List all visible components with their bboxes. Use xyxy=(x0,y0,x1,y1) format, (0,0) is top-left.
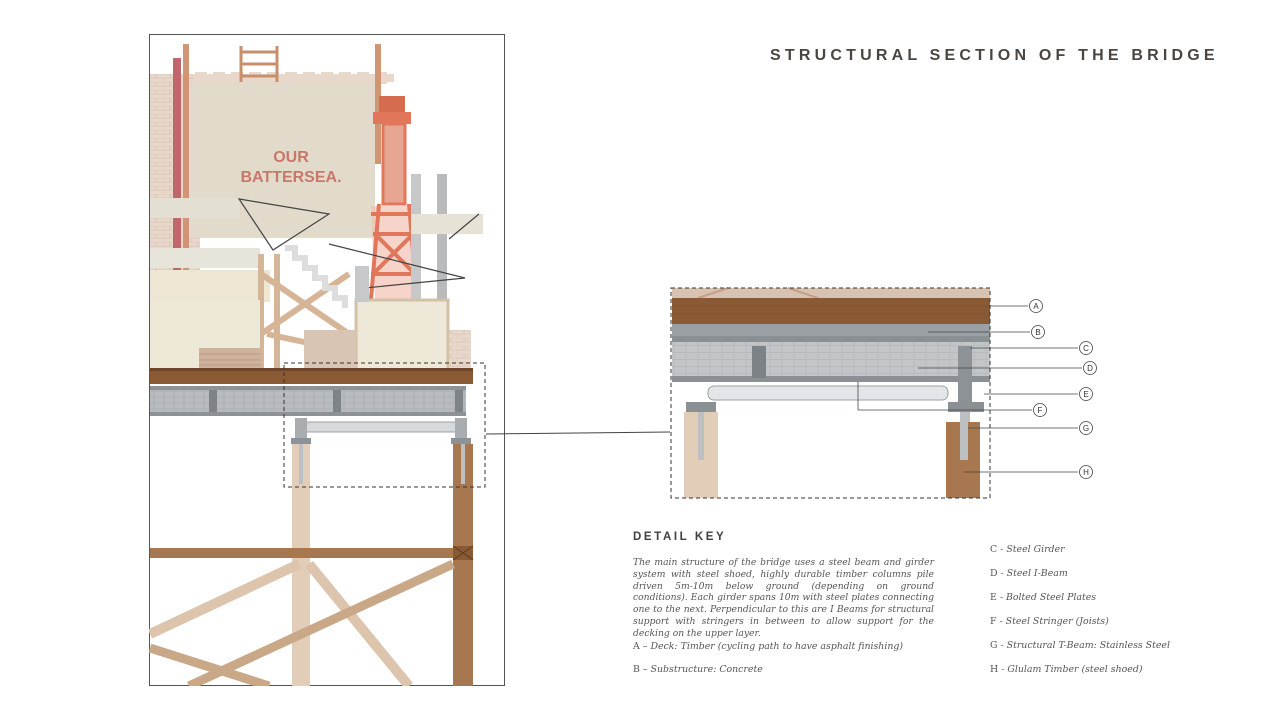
svg-text:H: H xyxy=(1083,468,1089,477)
callout-e: E xyxy=(1079,387,1093,401)
callout-d: D xyxy=(1083,361,1097,375)
bridge-section-illustration: OUR BATTERSEA. xyxy=(149,34,505,686)
banner-line1: OUR xyxy=(273,149,309,166)
callout-c: C xyxy=(1079,341,1093,355)
key-item-e: E - Bolted Steel Plates xyxy=(990,592,1097,603)
svg-text:E: E xyxy=(1083,390,1088,399)
callout-g: G xyxy=(1079,421,1093,435)
svg-text:G: G xyxy=(1083,424,1089,433)
key-item-c: C - Steel Girder xyxy=(990,544,1065,555)
svg-text:F: F xyxy=(1038,406,1043,415)
detail-illustration: A B C D E F G H xyxy=(670,287,1097,499)
key-item-f: F - Steel Stringer (Joists) xyxy=(990,616,1109,627)
key-item-d: D - Steel I-Beam xyxy=(990,568,1068,579)
key-item-a: A – Deck: Timber (cycling path to have a… xyxy=(633,641,904,652)
key-item-g: G - Structural T-Beam: Stainless Steel xyxy=(990,640,1170,651)
callout-b: B xyxy=(1031,325,1045,339)
svg-text:D: D xyxy=(1087,364,1093,373)
callout-a: A xyxy=(1029,299,1043,313)
svg-text:B: B xyxy=(1035,328,1040,337)
callout-f: F xyxy=(1033,403,1047,417)
callout-h: H xyxy=(1079,465,1093,479)
svg-text:C: C xyxy=(1083,344,1089,353)
detail-key-heading: DETAIL KEY xyxy=(633,531,727,543)
banner-line2: BATTERSEA. xyxy=(240,169,341,186)
page-title: STRUCTURAL SECTION OF THE BRIDGE xyxy=(770,47,1219,64)
key-item-h: H - Glulam Timber (steel shoed) xyxy=(990,664,1143,675)
svg-text:A: A xyxy=(1033,302,1039,311)
key-item-b: B – Substructure: Concrete xyxy=(633,664,763,675)
detail-key-description: The main structure of the bridge uses a … xyxy=(633,557,934,639)
